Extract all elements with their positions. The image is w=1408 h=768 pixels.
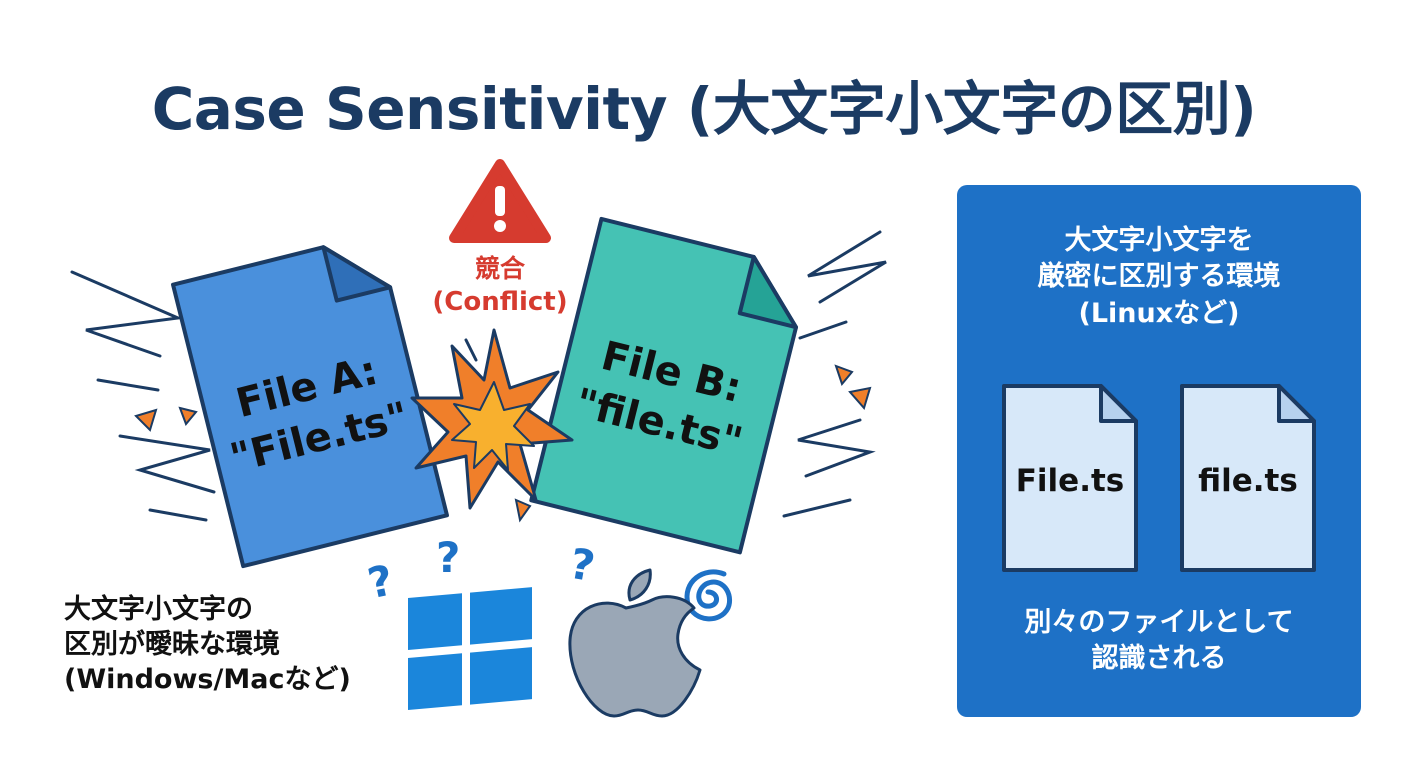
file-document-icon: file.ts bbox=[1179, 383, 1317, 573]
footer-line: 別々のファイルとして bbox=[1024, 607, 1294, 638]
file-lowercase-label: file.ts bbox=[1198, 463, 1298, 499]
conflict-label-en: (Conflict) bbox=[432, 287, 567, 317]
panel-heading: 大文字小文字を 厳密に区別する環境 (Linuxなど) bbox=[957, 223, 1361, 332]
warning-icon bbox=[449, 159, 551, 243]
caption-line: (Windows/Macなど) bbox=[64, 664, 351, 696]
heading-line: 厳密に区別する環境 bbox=[1037, 261, 1281, 293]
spiral-icon bbox=[684, 569, 732, 622]
page-title: Case Sensitivity (大文字小文字の区別) bbox=[151, 75, 1257, 143]
ambiguous-environment-caption: 大文字小文字の 区別が曖昧な環境 (Windows/Macなど) bbox=[64, 592, 394, 697]
windows-logo-icon bbox=[408, 587, 532, 710]
file-document-icon: File.ts bbox=[1001, 383, 1139, 573]
caption-line: 大文字小文字の bbox=[64, 594, 253, 625]
explosion-burst-icon bbox=[410, 328, 574, 510]
file-uppercase-label: File.ts bbox=[1015, 463, 1125, 499]
svg-text:?: ? bbox=[436, 533, 460, 582]
footer-line: 認識される bbox=[1091, 643, 1227, 675]
motion-lines-right bbox=[464, 230, 887, 518]
panel-footer: 別々のファイルとして 認識される bbox=[957, 605, 1361, 678]
file-b-document: File B: "file.ts" bbox=[529, 216, 799, 555]
svg-text:?: ? bbox=[566, 539, 599, 591]
conflict-label-jp: 競合 bbox=[475, 254, 526, 283]
heading-line: 大文字小文字を bbox=[1064, 225, 1254, 256]
apple-logo-icon bbox=[568, 568, 702, 718]
debris-fragments bbox=[134, 364, 872, 523]
caption-line: 区別が曖昧な環境 bbox=[64, 629, 280, 661]
strict-environment-panel: 大文字小文字を 厳密に区別する環境 (Linuxなど) File.ts file… bbox=[957, 185, 1361, 717]
heading-line: (Linuxなど) bbox=[1078, 297, 1240, 329]
motion-lines-left bbox=[70, 270, 216, 522]
file-a-document: File A: "File.ts" bbox=[171, 245, 449, 569]
